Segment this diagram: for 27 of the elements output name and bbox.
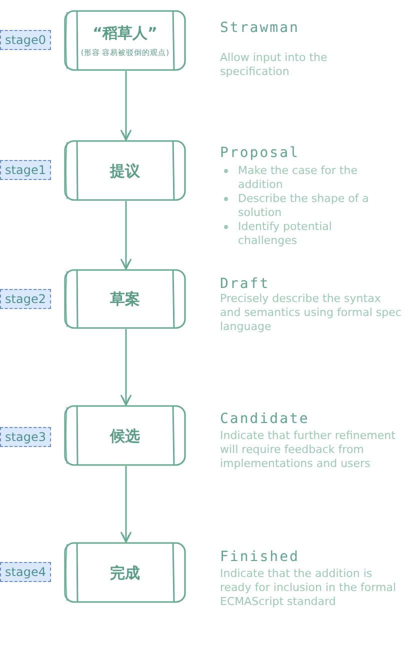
stage-tag: stage3	[0, 427, 51, 447]
stage-tag: stage4	[0, 562, 51, 582]
stage-tag: stage0	[0, 30, 51, 50]
stage-name: 完成	[110, 564, 140, 582]
stage-heading: Strawman	[220, 20, 300, 36]
bullet-item: Describe the shape of a solution	[238, 192, 370, 220]
stage-heading: Draft	[220, 276, 270, 292]
process-box	[64, 140, 186, 201]
stage-description: Allow input into the specification	[220, 51, 328, 79]
stage-name: 提议	[110, 162, 140, 180]
stage-tag: stage2	[0, 289, 51, 309]
stage-description: Precisely describe the syntax and semantics using formal spec language	[220, 292, 402, 334]
process-box	[64, 269, 186, 329]
stage-heading: Finished	[220, 549, 300, 565]
process-box	[64, 10, 186, 71]
bullet-item: Make the case for the addition	[238, 164, 358, 192]
process-box	[64, 542, 186, 603]
process-box	[64, 405, 186, 466]
stage-description: Indicate that the addition is ready for inclusion in the formal ECMAScript standard	[220, 567, 398, 609]
stage-name: 候选	[110, 426, 140, 444]
stage-name: 草案	[110, 290, 140, 308]
stage-tag: stage1	[0, 160, 51, 180]
stage-heading: Candidate	[220, 411, 310, 427]
stage-name: “稻草人”	[92, 24, 158, 42]
stage-heading: Proposal	[220, 145, 300, 161]
stage-description: Indicate that further refinement will require feedback from implementations and users	[220, 429, 396, 471]
bullet-item: Identify potential challenges	[238, 220, 333, 248]
